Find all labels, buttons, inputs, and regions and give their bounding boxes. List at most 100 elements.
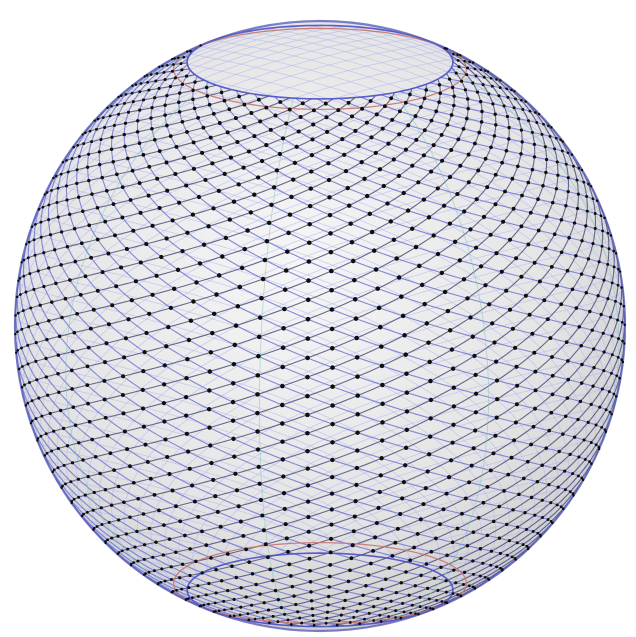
- node-dot: [142, 98, 145, 101]
- node-dot: [606, 263, 609, 266]
- node-dot: [294, 603, 297, 606]
- node-dot: [287, 619, 290, 622]
- node-dot: [28, 381, 31, 384]
- node-dot: [217, 189, 221, 193]
- node-dot: [586, 210, 589, 213]
- node-dot: [278, 100, 282, 104]
- node-dot: [445, 554, 449, 558]
- node-dot: [252, 134, 256, 138]
- node-dot: [42, 206, 45, 209]
- node-dot: [181, 83, 184, 86]
- node-dot: [166, 325, 170, 329]
- node-dot: [429, 398, 433, 402]
- node-dot: [251, 572, 255, 576]
- node-dot: [117, 552, 120, 555]
- node-dot: [259, 296, 264, 301]
- node-dot: [72, 405, 76, 409]
- node-dot: [186, 450, 190, 454]
- node-dot: [328, 231, 333, 236]
- node-dot: [590, 441, 593, 444]
- node-dot: [349, 621, 352, 624]
- node-dot: [565, 163, 568, 166]
- node-dot: [430, 119, 434, 123]
- node-dot: [376, 506, 380, 510]
- node-dot: [277, 598, 280, 601]
- node-dot: [171, 591, 174, 594]
- node-dot: [185, 74, 188, 77]
- node-dot: [556, 160, 559, 163]
- node-dot: [414, 114, 418, 118]
- node-dot: [123, 145, 126, 148]
- node-dot: [147, 89, 150, 92]
- node-dot: [587, 421, 590, 424]
- node-dot: [623, 324, 626, 327]
- node-dot: [17, 280, 19, 282]
- node-dot: [617, 284, 620, 287]
- node-dot: [206, 224, 210, 228]
- node-dot: [540, 463, 544, 467]
- node-dot: [595, 424, 598, 427]
- node-dot: [338, 122, 342, 126]
- node-dot: [463, 60, 466, 63]
- node-dot: [386, 142, 390, 146]
- node-dot: [325, 115, 329, 119]
- node-dot: [403, 610, 406, 613]
- node-dot: [220, 579, 223, 582]
- node-dot: [330, 491, 334, 495]
- node-dot: [522, 543, 525, 546]
- node-dot: [452, 386, 456, 390]
- node-dot: [34, 360, 37, 363]
- node-dot: [347, 101, 351, 105]
- node-dot: [605, 408, 608, 411]
- node-dot: [373, 535, 377, 539]
- node-dot: [452, 404, 456, 408]
- node-dot: [98, 150, 101, 153]
- node-dot: [308, 557, 312, 561]
- node-dot: [306, 278, 311, 283]
- node-dot: [70, 368, 74, 372]
- node-dot: [22, 309, 25, 312]
- node-dot: [416, 180, 420, 184]
- node-dot: [524, 100, 527, 103]
- node-dot: [615, 395, 618, 398]
- node-dot: [505, 523, 508, 526]
- node-dot: [309, 580, 313, 584]
- node-dot: [598, 406, 601, 409]
- node-dot: [49, 233, 52, 236]
- node-dot: [250, 604, 253, 607]
- node-dot: [183, 534, 187, 538]
- node-dot: [267, 221, 271, 225]
- node-dot: [235, 140, 239, 144]
- node-dot: [103, 126, 106, 129]
- node-dot: [619, 302, 622, 305]
- node-dot: [18, 368, 21, 371]
- node-dot: [533, 370, 537, 374]
- node-dot: [327, 595, 330, 598]
- node-dot: [547, 518, 550, 521]
- node-dot: [377, 306, 382, 311]
- node-dot: [232, 362, 237, 367]
- node-dot: [347, 203, 351, 207]
- node-dot: [329, 537, 333, 541]
- node-dot: [508, 238, 512, 242]
- node-dot: [493, 434, 497, 438]
- node-dot: [438, 92, 442, 96]
- node-dot: [171, 489, 175, 493]
- node-dot: [379, 344, 384, 349]
- node-dot: [172, 287, 176, 291]
- node-dot: [416, 532, 420, 536]
- node-dot: [182, 156, 186, 160]
- node-dot: [516, 525, 519, 528]
- node-dot: [551, 374, 555, 378]
- node-dot: [109, 114, 112, 117]
- node-dot: [301, 101, 305, 105]
- node-dot: [451, 423, 455, 427]
- node-dot: [197, 595, 200, 598]
- node-dot: [394, 616, 397, 619]
- node-dot: [428, 598, 431, 601]
- node-dot: [411, 604, 414, 607]
- node-dot: [395, 591, 398, 594]
- node-dot: [307, 544, 311, 548]
- node-dot: [290, 623, 293, 626]
- node-dot: [87, 179, 90, 182]
